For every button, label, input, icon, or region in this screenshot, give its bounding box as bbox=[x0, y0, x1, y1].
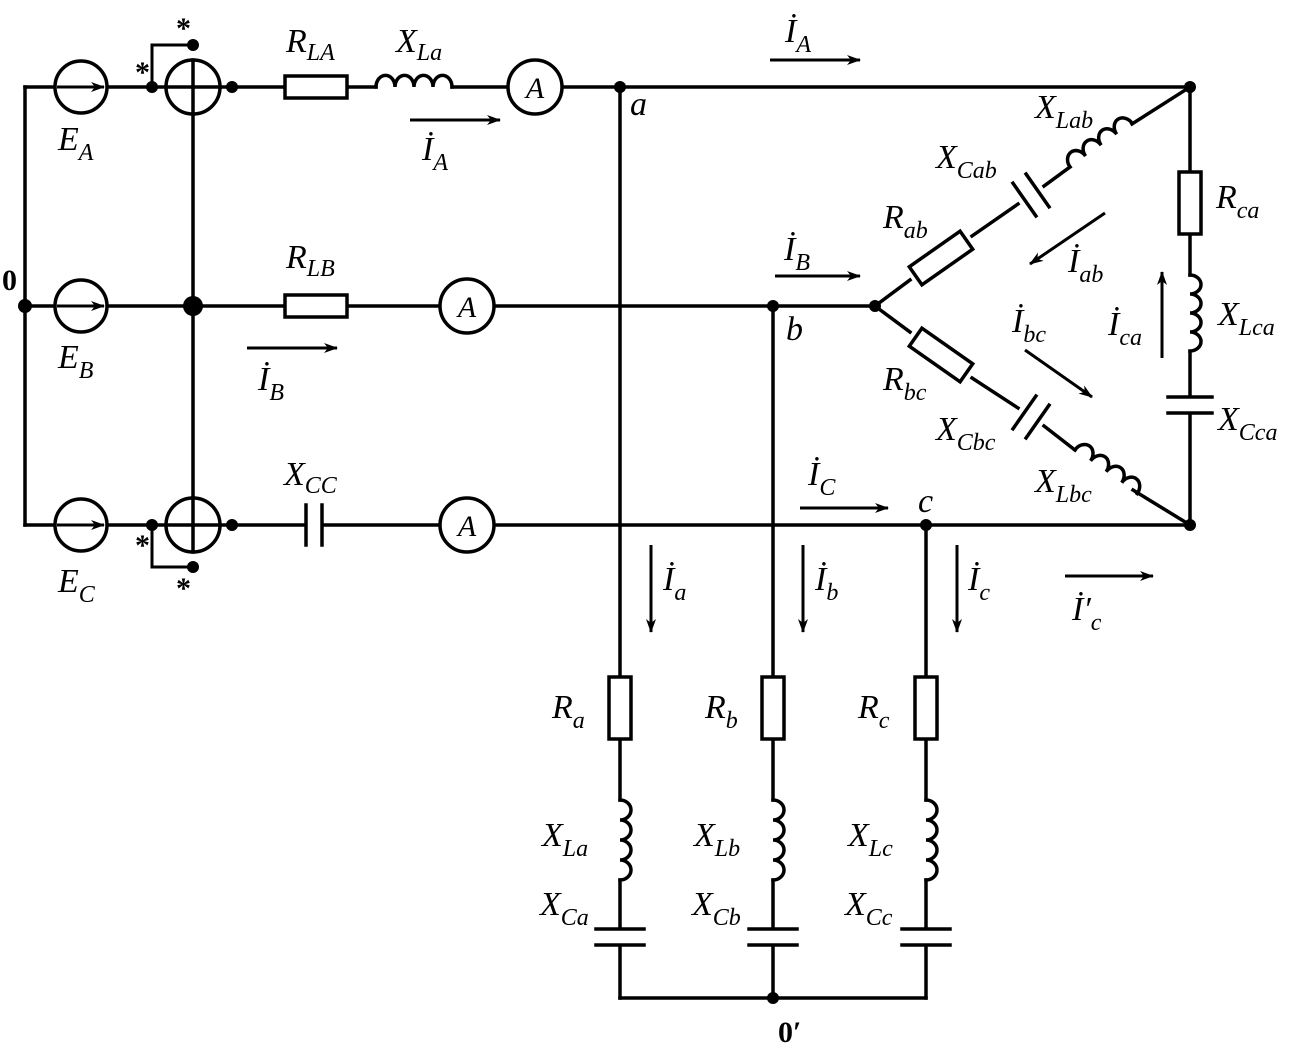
resistor-rlb bbox=[283, 293, 349, 319]
resistor-rbc bbox=[906, 325, 976, 385]
source-eb bbox=[53, 278, 109, 334]
node-0-label: 0 bbox=[2, 264, 17, 297]
wattmeter-mark-2b: * bbox=[176, 572, 191, 605]
ammeter-b: A bbox=[438, 277, 496, 335]
node-0prime-label: 0′ bbox=[778, 1016, 801, 1049]
component-labels: EA EB EC RLA XLa RLB XCC Rab XCab XLab R… bbox=[57, 23, 1277, 931]
svg-text:Rab: Rab bbox=[882, 199, 928, 244]
inductor-xlca bbox=[1188, 273, 1203, 353]
svg-text:EA: EA bbox=[57, 121, 94, 166]
star-branch-b bbox=[747, 675, 799, 947]
svg-text:RLB: RLB bbox=[285, 239, 335, 282]
svg-text:XLab: XLab bbox=[1033, 89, 1093, 134]
svg-text:XCab: XCab bbox=[934, 139, 997, 184]
svg-text:EC: EC bbox=[57, 563, 96, 608]
svg-text:XLbc: XLbc bbox=[1033, 463, 1092, 508]
junction-dots bbox=[18, 39, 1196, 1004]
svg-text:XLc: XLc bbox=[846, 817, 893, 862]
star-branch-c bbox=[900, 675, 952, 947]
svg-text:Rc: Rc bbox=[857, 689, 890, 734]
svg-text:Ra: Ra bbox=[551, 689, 585, 734]
ammeter-a: A bbox=[506, 58, 564, 116]
current-arrows bbox=[247, 55, 1167, 633]
capacitor-xcca bbox=[1166, 395, 1214, 415]
svg-text:İbc: İbc bbox=[1011, 303, 1046, 348]
wattmeter-mark-2a: * bbox=[135, 529, 150, 562]
svg-text:İa: İa bbox=[662, 561, 686, 606]
svg-text:XCb: XCb bbox=[690, 886, 741, 931]
svg-text:İA: İA bbox=[784, 13, 811, 58]
svg-text:XLa: XLa bbox=[394, 23, 442, 66]
ammeter-c: A bbox=[438, 496, 496, 554]
resistor-rla bbox=[283, 74, 349, 100]
source-ec bbox=[53, 497, 109, 553]
svg-text:Rbc: Rbc bbox=[882, 361, 927, 406]
svg-text:İB: İB bbox=[257, 361, 284, 406]
inductor-xla bbox=[374, 73, 454, 89]
svg-text:XLca: XLca bbox=[1216, 296, 1275, 341]
svg-text:A: A bbox=[456, 291, 477, 324]
svg-text:Rca: Rca bbox=[1215, 179, 1259, 224]
svg-text:XLa: XLa bbox=[540, 817, 588, 862]
svg-text:İb: İb bbox=[814, 561, 838, 606]
svg-text:İab: İab bbox=[1067, 243, 1103, 288]
node-b-label: b bbox=[786, 311, 803, 348]
capacitor-xcc bbox=[304, 503, 324, 547]
svg-text:EB: EB bbox=[57, 339, 94, 384]
wattmeter-mark-1b: * bbox=[135, 56, 150, 89]
svg-text:İC: İC bbox=[807, 456, 836, 501]
svg-text:İB: İB bbox=[783, 231, 810, 276]
svg-text:A: A bbox=[524, 72, 545, 105]
svg-text:XLb: XLb bbox=[692, 817, 740, 862]
svg-text:İ′c: İ′c bbox=[1071, 591, 1102, 636]
svg-text:XCc: XCc bbox=[843, 886, 893, 931]
resistor-rab bbox=[906, 228, 976, 288]
svg-text:XCa: XCa bbox=[538, 886, 589, 931]
capacitor-xcab bbox=[1010, 171, 1052, 219]
wattmeter-1 bbox=[164, 58, 222, 116]
current-labels: İA İA İB İB İC İab İbc İca İa İb İc İ′c bbox=[257, 13, 1142, 636]
source-ea bbox=[53, 59, 109, 115]
svg-text:İca: İca bbox=[1107, 306, 1142, 351]
svg-text:XCbc: XCbc bbox=[934, 411, 996, 456]
svg-text:İA: İA bbox=[421, 131, 448, 176]
svg-text:Rb: Rb bbox=[704, 689, 738, 734]
svg-text:A: A bbox=[456, 510, 477, 543]
svg-text:XCC: XCC bbox=[282, 456, 338, 499]
inductor-xlbc bbox=[1072, 442, 1142, 497]
svg-text:RLA: RLA bbox=[285, 23, 335, 66]
node-a-label: a bbox=[630, 86, 647, 123]
star-branch-a bbox=[594, 675, 646, 947]
wires bbox=[23, 43, 1193, 1000]
node-c-label: c bbox=[918, 483, 933, 520]
svg-text:XCca: XCca bbox=[1216, 401, 1277, 446]
capacitor-xcbc bbox=[1010, 393, 1052, 441]
resistor-rca bbox=[1177, 170, 1203, 236]
svg-text:İc: İc bbox=[967, 561, 990, 606]
wattmeter-2 bbox=[164, 496, 222, 554]
wattmeter-mark-1a: * bbox=[176, 12, 191, 45]
